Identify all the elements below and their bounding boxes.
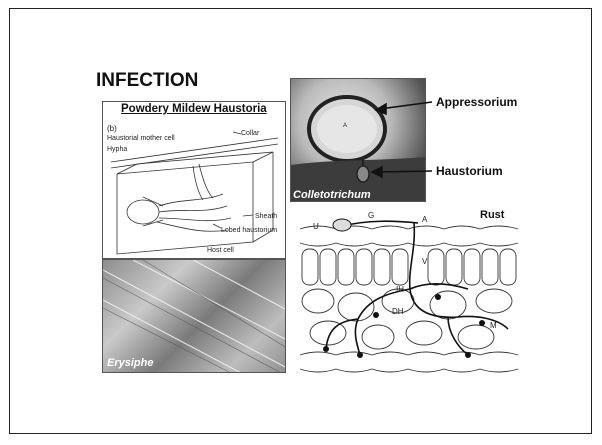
colletotrichum-texture [291,79,426,202]
powdery-drawing [103,102,286,259]
colletotrichum-panel: A Colletotrichum [290,78,426,202]
haustorium-label: Haustorium [436,164,503,178]
rust-letter-dh: DH [392,307,404,316]
rust-panel: Rust U G A V IH DH M [298,209,520,375]
rust-letter-v: V [422,257,427,266]
rust-heading: Rust [480,209,504,221]
rust-letter-a: A [422,215,427,224]
rust-letter-g: G [368,211,374,220]
a-marker: A [343,123,347,129]
rust-letter-ih: IH [396,285,404,294]
appressorium-label: Appressorium [436,95,517,109]
powdery-mildew-panel: Powdery Mildew Haustoria (b) Haustorial … [102,101,286,259]
rust-drawing [298,209,520,375]
colletotrichum-caption: Colletotrichum [293,189,371,201]
rust-letter-m: M [490,321,497,330]
slide-title: INFECTION [96,70,198,92]
rust-letter-u: U [313,222,319,231]
erysiphe-panel: Erysiphe [102,259,286,373]
erysiphe-caption: Erysiphe [107,357,153,369]
